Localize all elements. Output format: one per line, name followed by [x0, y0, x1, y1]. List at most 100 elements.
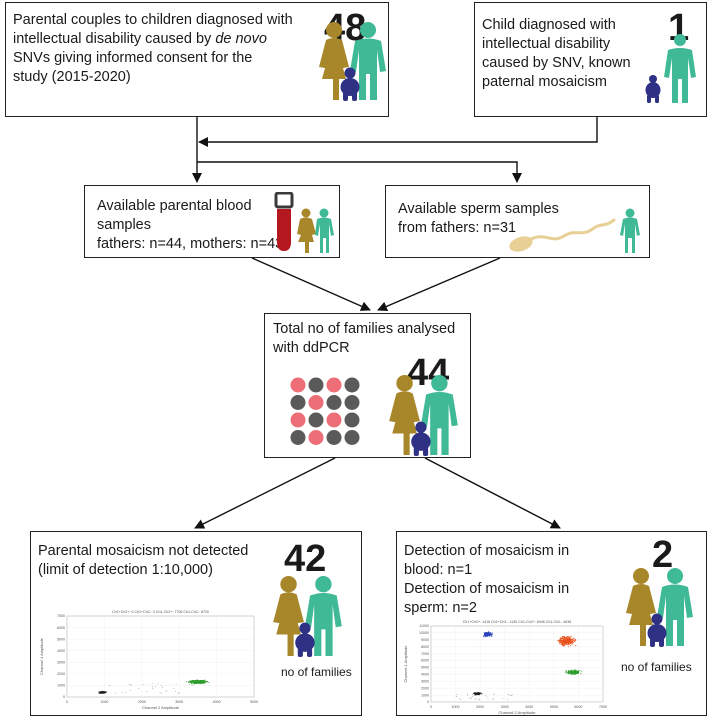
droplet-point [568, 642, 570, 644]
droplet-point [566, 672, 568, 674]
family-icon [319, 22, 386, 101]
parents-icon [297, 208, 334, 253]
droplet-point [189, 684, 190, 686]
x-tick-label: 1000 [452, 705, 460, 709]
droplet-point [572, 639, 574, 641]
droplet-point [575, 645, 577, 647]
droplet-point [124, 692, 126, 694]
droplet-point [491, 632, 493, 634]
droplet-point [196, 682, 198, 684]
family-icon [626, 568, 693, 647]
droplet-point [563, 644, 565, 646]
y-tick-label: 1000 [57, 684, 65, 688]
droplet [308, 430, 324, 445]
droplet-point [567, 672, 569, 674]
droplet-point [571, 669, 573, 671]
droplet-point [560, 640, 562, 642]
droplet-point [121, 691, 123, 693]
ddpcr-plot-right: Ch1+Ch2+: 1416 Ch1+Ch2-: 1130 Ch1-Ch2+: … [403, 620, 607, 715]
droplet-point [162, 687, 164, 688]
droplet-point [200, 682, 202, 685]
droplet-point [567, 638, 569, 640]
droplet-point [511, 694, 513, 696]
droplet-point [100, 691, 102, 693]
droplet-point [574, 640, 576, 642]
droplet-point [563, 636, 566, 639]
ddpcr-plot-left: Ch1+Ch2+: 0 Ch1+Ch2-: 0 Ch1-Ch2+: 7706 C… [39, 610, 258, 710]
x-tick-label: 0 [66, 700, 68, 704]
droplet [290, 377, 306, 393]
droplet-point [484, 632, 486, 634]
droplet-point [568, 643, 570, 645]
droplet-point [204, 682, 206, 684]
droplet-point [487, 632, 489, 634]
droplet-point [561, 644, 564, 646]
droplet-point [475, 692, 477, 694]
droplet-point [98, 691, 100, 693]
droplet-point [575, 639, 577, 641]
detected-box: Detection of mosaicism in blood: n=1 Det… [396, 531, 707, 716]
droplet-point [576, 671, 578, 673]
droplet-point [564, 637, 567, 639]
droplet-point [189, 681, 191, 683]
droplet [290, 412, 306, 428]
x-tick-label: 6000 [574, 705, 582, 709]
droplet-point [456, 694, 457, 696]
droplet-point [484, 634, 486, 636]
droplet-point [565, 671, 567, 673]
child-text: Child diagnosed with intellectual disabi… [482, 17, 631, 90]
droplet-point [467, 694, 469, 696]
droplet-point [202, 681, 204, 683]
blood-text: Available parental blood samples fathers… [97, 198, 284, 252]
droplet-point [173, 688, 175, 690]
x-axis-label: Channel 2 Amplitude [499, 710, 537, 715]
droplet [290, 395, 306, 410]
droplet-point [570, 635, 573, 637]
couples-box: Parental couples to children diagnosed w… [5, 2, 389, 117]
droplet-point [570, 644, 572, 647]
y-tick-label: 1000 [421, 693, 429, 697]
droplet-point [571, 642, 573, 644]
y-axis-label: Channel 1 Amplitude [39, 637, 44, 675]
droplet-point [564, 638, 566, 640]
droplet-point [459, 697, 461, 699]
x-tick-label: 3000 [501, 705, 509, 709]
droplet-point [492, 699, 494, 700]
droplet-point [565, 669, 567, 671]
droplet-point [205, 681, 208, 683]
x-tick-label: 4000 [213, 700, 221, 704]
y-tick-label: 5000 [421, 666, 429, 670]
detected-text: Detection of mosaicism in blood: n=1 Det… [404, 543, 570, 616]
y-tick-label: 3000 [421, 679, 429, 683]
droplet-point [560, 638, 562, 640]
droplet-point [472, 692, 474, 694]
family-icon [389, 375, 458, 456]
droplet-point [166, 690, 168, 691]
droplet-point [109, 685, 111, 687]
droplet-point [160, 685, 162, 687]
child-figure [295, 622, 315, 657]
droplet-point [562, 637, 564, 639]
droplet-point [577, 671, 579, 673]
droplet-point [128, 683, 130, 685]
droplet-point [475, 698, 477, 700]
droplet-point [186, 680, 188, 683]
droplet-point [559, 637, 561, 639]
droplet-point [560, 643, 562, 645]
droplet-point [570, 671, 572, 673]
droplet-point [130, 684, 131, 686]
droplet-point [484, 694, 486, 696]
child-figure [411, 421, 431, 456]
total-box: Total no of families analysed with ddPCR… [264, 313, 471, 458]
droplet-point [490, 634, 492, 636]
droplet-point [196, 680, 198, 682]
droplet-point [557, 639, 559, 641]
droplet-point [146, 691, 148, 692]
droplet-point [564, 639, 566, 641]
droplet-point [479, 693, 481, 695]
droplet-point [580, 673, 582, 675]
droplet-point [194, 682, 196, 684]
connector-total-to-left [194, 457, 336, 529]
y-tick-label: 9000 [421, 638, 429, 642]
droplet-point [558, 642, 560, 644]
